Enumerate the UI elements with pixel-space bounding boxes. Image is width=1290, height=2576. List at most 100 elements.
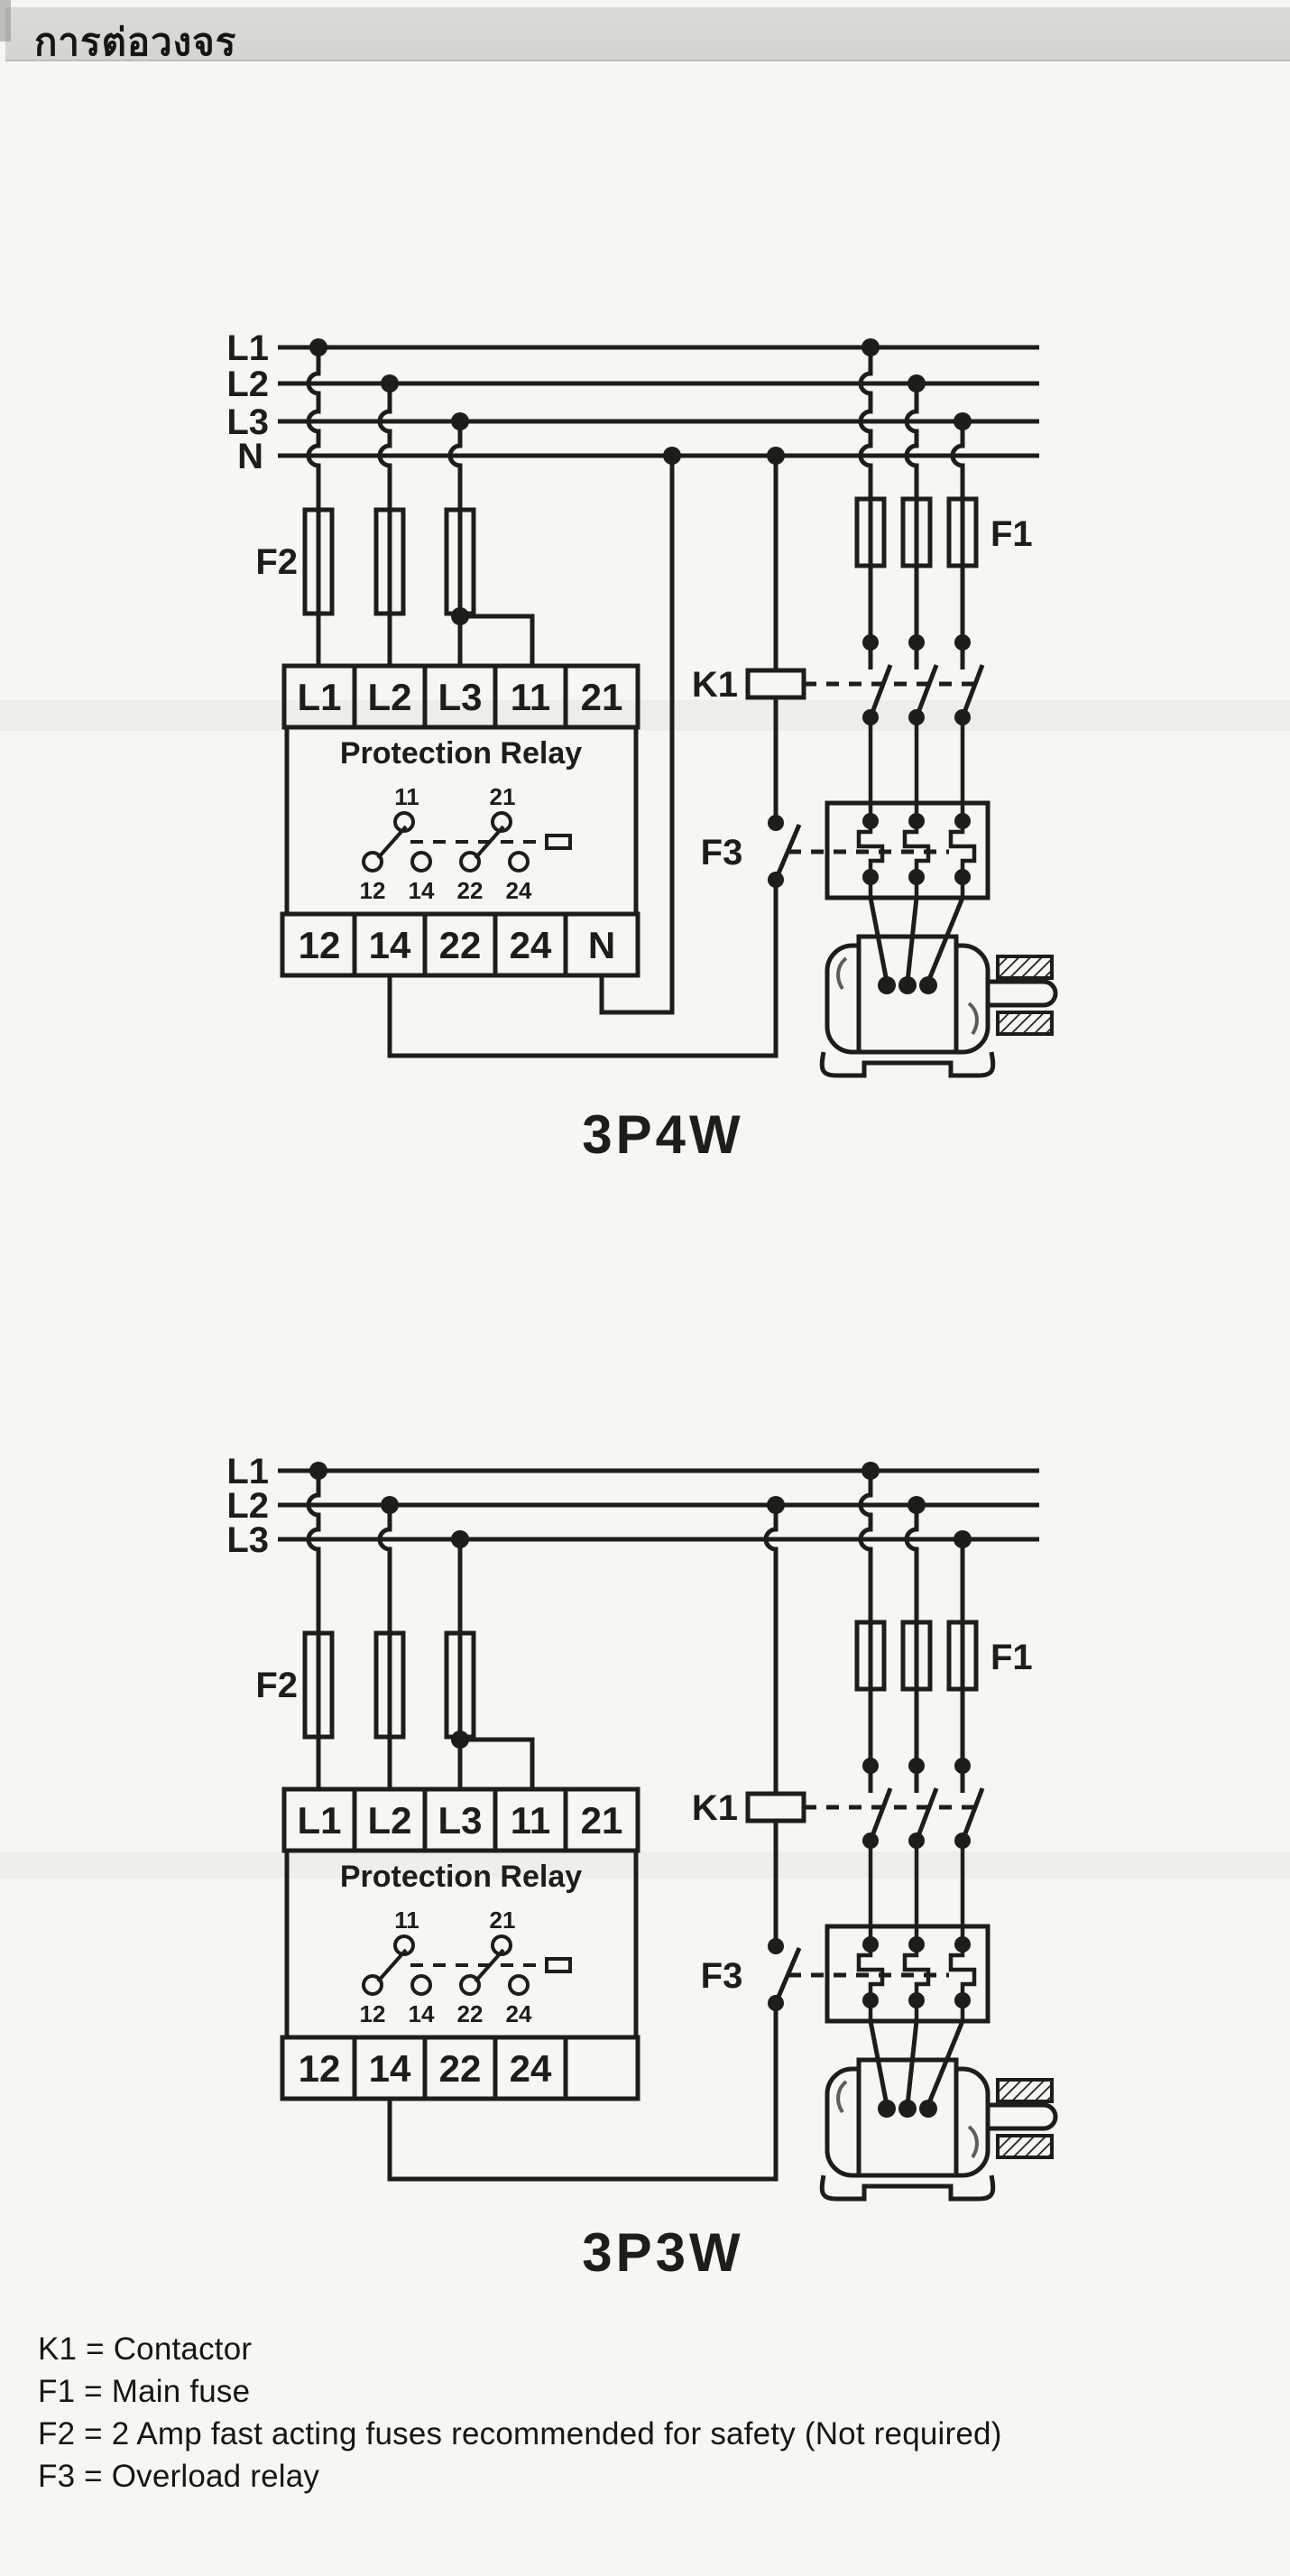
shaft-mount-hatch — [996, 2078, 1054, 2103]
contact-label-11: 11 — [394, 1907, 419, 1934]
junction-dot — [309, 1462, 327, 1480]
terminal-21: 21 — [581, 1799, 623, 1842]
motor-base — [819, 1051, 996, 1078]
contact-label-22: 22 — [457, 2000, 484, 2027]
contact-blade — [960, 664, 985, 718]
bus-lines: L1 L2 L3 N — [226, 328, 1039, 476]
junction-dot — [908, 1496, 926, 1514]
terminal-12: 12 — [299, 2047, 341, 2090]
terminal-l2: L2 — [367, 1799, 411, 1842]
legend-line-f1: F1 = Main fuse — [38, 2374, 251, 2409]
diagram-3p3w: L1 L2 L3 F2 — [226, 1452, 1058, 2283]
junction-dot — [663, 447, 681, 465]
contact-label-22: 22 — [457, 877, 484, 904]
terminal-11: 11 — [511, 1799, 550, 1842]
bus-label-l3: L3 — [226, 402, 269, 442]
terminal-l2: L2 — [367, 676, 411, 718]
k1-coil — [745, 668, 806, 700]
overload-box — [825, 1924, 991, 2024]
motor-shading — [836, 2080, 848, 2114]
fuse-symbol — [302, 507, 335, 616]
k1-label: K1 — [692, 665, 738, 705]
terminal-n: N — [588, 924, 615, 966]
junction-dot — [451, 607, 469, 625]
junction-dot — [862, 1462, 880, 1480]
protection-relay: L1 L2 L3 11 21 Protection Relay 11 21 12 — [280, 1787, 640, 2101]
diagram-caption-3p4w: 3P4W — [582, 1104, 743, 1165]
junction-dot — [381, 374, 399, 392]
junction-dot — [309, 338, 327, 356]
overload-f3: F3 — [701, 697, 991, 900]
f3-nc-blade — [773, 824, 802, 881]
terminal-l3: L3 — [438, 676, 482, 718]
contact-label-11: 11 — [394, 783, 419, 810]
k1-label: K1 — [692, 1788, 738, 1828]
terminal-l1: L1 — [297, 1799, 341, 1842]
legend-line-k1: K1 = Contactor — [38, 2331, 253, 2367]
motor-base — [819, 2174, 996, 2202]
fuse-symbol — [444, 1630, 476, 1740]
bus-label-n: N — [237, 437, 263, 476]
motor — [819, 897, 1058, 1078]
relay-bottom-terminal-row — [280, 2035, 640, 2101]
contact-label-12: 12 — [360, 877, 386, 904]
fuse-symbol — [373, 507, 406, 616]
terminal-l1: L1 — [297, 676, 341, 718]
motor-shaft — [988, 2102, 1058, 2131]
fuse-symbol — [373, 1630, 406, 1740]
l3-to-11-jumper — [460, 1737, 535, 1789]
junction-dot — [908, 374, 926, 392]
contact-label-14: 14 — [409, 2000, 435, 2027]
shaft-mount-hatch — [996, 1011, 1054, 1036]
legend: K1 = Contactor F1 = Main fuse F2 = 2 Amp… — [38, 2328, 1002, 2498]
motor-shaft — [988, 979, 1058, 1008]
contact-blade — [376, 1948, 408, 1983]
motor-shading — [967, 2125, 979, 2159]
control-wires — [387, 447, 785, 1058]
page-title: การต่อวงจร — [34, 21, 237, 63]
k1-coil — [745, 1791, 806, 1824]
f2-fuses: F2 — [255, 1630, 476, 1740]
relay-title: Protection Relay — [340, 736, 582, 771]
l3-to-11-jumper — [460, 614, 535, 666]
diagram-caption-3p3w: 3P3W — [582, 2222, 743, 2283]
contact-blade — [868, 664, 893, 718]
contact-blade — [914, 1787, 939, 1842]
diagram-3p4w: L1 L2 L3 N F2 — [226, 328, 1058, 1165]
contact-blade — [868, 1787, 893, 1842]
relay-contact-schematic: 11 21 12 14 22 24 — [360, 1907, 572, 2027]
f1-label: F1 — [991, 514, 1033, 554]
bus-label-l1: L1 — [226, 328, 269, 368]
f3-label: F3 — [701, 833, 743, 873]
contact-label-21: 21 — [490, 783, 516, 810]
contact-blade — [914, 664, 939, 718]
junction-dot — [954, 1530, 972, 1548]
f2-fuses: F2 — [255, 507, 476, 616]
left-tap-wires — [306, 338, 535, 666]
junction-dot — [451, 412, 469, 430]
fuse-symbol — [302, 1630, 335, 1740]
junction-dot — [381, 1496, 399, 1514]
junction-dot — [767, 1496, 785, 1514]
bus-label-l1: L1 — [226, 1452, 269, 1491]
contact-blade — [376, 825, 408, 860]
terminal-12: 12 — [299, 924, 341, 966]
control-wires — [387, 1496, 785, 2182]
terminal-24: 24 — [510, 924, 552, 966]
bus-label-l2: L2 — [226, 1486, 269, 1526]
legend-line-f3: F3 = Overload relay — [38, 2459, 320, 2494]
left-tap-wires — [306, 1462, 535, 1789]
contactor-k1: K1 — [692, 634, 985, 725]
terminal-14: 14 — [369, 924, 411, 966]
motor — [819, 2020, 1058, 2202]
f1-label: F1 — [991, 1638, 1033, 1677]
terminal-24: 24 — [510, 2047, 552, 2090]
junction-dot — [862, 338, 880, 356]
f1-fuses: F1 — [854, 338, 1033, 642]
scan-corner-artifact — [0, 0, 11, 42]
bus-label-l3: L3 — [226, 1520, 269, 1560]
wire-14-to-f3 — [387, 2003, 779, 2182]
relay-contact-schematic: 11 21 12 14 22 24 — [360, 783, 572, 904]
